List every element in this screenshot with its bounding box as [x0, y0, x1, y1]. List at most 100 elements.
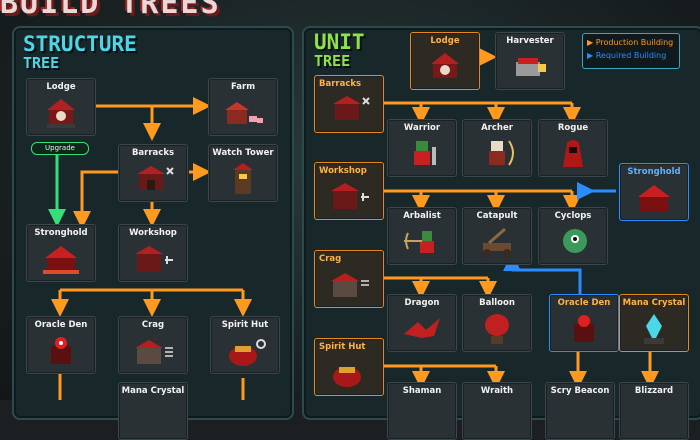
node-label: Archer — [481, 123, 513, 133]
node-label: Stronghold — [627, 167, 681, 177]
node-label: Rogue — [557, 123, 589, 133]
node-label: Lodge — [46, 82, 76, 92]
unit-node-oracle-den[interactable]: Oracle Den — [549, 294, 619, 352]
structure-node-mana-crystal[interactable]: Mana Crystal — [118, 382, 188, 440]
structure-node-barracks[interactable]: Barracks — [118, 144, 188, 202]
node-label: Shaman — [402, 386, 442, 396]
connector-arrows — [48, 48, 659, 400]
node-label: Spirit Hut — [319, 342, 366, 352]
node-label: Balloon — [479, 298, 515, 308]
node-label: Watch Tower — [212, 148, 274, 158]
structure-node-spirit-hut[interactable]: Spirit Hut — [210, 316, 280, 374]
unit-node-warrior[interactable]: Warrior — [387, 119, 457, 177]
structure-node-oracle-den[interactable]: Oracle Den — [26, 316, 96, 374]
node-label: Workshop — [129, 228, 177, 238]
unit-tree-title: UNIT TREE — [314, 32, 365, 69]
structure-title-line1: STRUCTURE — [23, 32, 137, 56]
legend-production-label: Production Building — [595, 38, 674, 47]
unit-node-blizzard[interactable]: Blizzard — [619, 382, 689, 440]
unit-node-workshop[interactable]: Workshop — [314, 162, 384, 220]
structure-node-workshop[interactable]: Workshop — [118, 224, 188, 282]
node-label: Oracle Den — [34, 320, 88, 330]
unit-node-cyclops[interactable]: Cyclops — [538, 207, 608, 265]
barracks-icon — [333, 96, 370, 120]
crag-icon — [331, 273, 369, 297]
unit-node-mana-crystal[interactable]: Mana Crystal — [619, 294, 689, 352]
node-label: Crag — [141, 320, 165, 330]
unit-node-archer[interactable]: Archer — [462, 119, 532, 177]
unit-node-lodge[interactable]: Lodge — [410, 32, 480, 90]
balloon-icon — [485, 314, 509, 344]
node-label: Cyclops — [554, 211, 592, 221]
lodge-icon — [431, 53, 459, 78]
harvester-icon — [516, 58, 546, 76]
cyclops-icon — [563, 229, 587, 253]
dragon-icon — [404, 318, 440, 338]
unit-node-spirit-hut[interactable]: Spirit Hut — [314, 338, 384, 396]
mana-crystal-icon — [644, 314, 664, 344]
node-label: Lodge — [430, 36, 460, 46]
node-label: Dragon — [404, 298, 440, 308]
node-label: Blizzard — [634, 386, 674, 396]
unit-node-scry-beacon[interactable]: Scry Beacon — [545, 382, 615, 440]
node-label: Oracle Den — [557, 298, 611, 308]
node-label: Barracks — [319, 79, 362, 89]
crag-icon — [135, 340, 173, 364]
arbalist-icon — [404, 231, 434, 253]
node-label: Scry Beacon — [550, 386, 610, 396]
node-label: Catapult — [476, 211, 518, 221]
legend-production: ▶ Production Building — [587, 38, 674, 47]
node-label: Barracks — [131, 148, 175, 158]
node-label: Crag — [319, 254, 342, 264]
structure-node-crag[interactable]: Crag — [118, 316, 188, 374]
workshop-icon — [331, 183, 369, 209]
legend-required: ▶ Required Building — [587, 51, 667, 60]
stronghold-icon — [638, 185, 670, 211]
unit-node-harvester[interactable]: Harvester — [495, 32, 565, 90]
rogue-icon — [563, 140, 583, 167]
stronghold-icon — [43, 246, 79, 274]
structure-node-lodge[interactable]: Lodge — [26, 78, 96, 136]
node-label: Harvester — [506, 36, 554, 46]
node-label: Stronghold — [34, 228, 88, 238]
unit-node-dragon[interactable]: Dragon — [387, 294, 457, 352]
node-label: Warrior — [403, 123, 441, 133]
legend-required-label: Required Building — [595, 51, 667, 60]
structure-node-farm[interactable]: Farm — [208, 78, 278, 136]
upgrade-badge: Upgrade — [31, 142, 89, 155]
spirit-hut-icon — [229, 339, 266, 366]
unit-node-arbalist[interactable]: Arbalist — [387, 207, 457, 265]
node-label: Wraith — [480, 386, 514, 396]
unit-node-wraith[interactable]: Wraith — [462, 382, 532, 440]
node-label: Farm — [230, 82, 256, 92]
unit-title-line1: UNIT — [314, 30, 365, 54]
archer-icon — [489, 140, 514, 166]
unit-title-line2: TREE — [314, 52, 351, 70]
structure-node-watch-tower[interactable]: Watch Tower — [208, 144, 278, 202]
unit-node-rogue[interactable]: Rogue — [538, 119, 608, 177]
unit-node-barracks[interactable]: Barracks — [314, 75, 384, 133]
oracle-den-icon — [51, 337, 71, 364]
node-label: Workshop — [319, 166, 367, 176]
barracks-icon — [137, 166, 174, 190]
structure-node-stronghold[interactable]: Stronghold — [26, 224, 96, 282]
unit-node-stronghold[interactable]: Stronghold — [619, 163, 689, 221]
node-label: Mana Crystal — [622, 298, 686, 308]
farm-icon — [225, 102, 263, 124]
node-label: Mana Crystal — [121, 386, 185, 396]
unit-node-crag[interactable]: Crag — [314, 250, 384, 308]
catapult-icon — [483, 227, 511, 257]
watch-tower-icon — [233, 163, 253, 194]
node-label: Spirit Hut — [221, 320, 269, 330]
structure-title-line2: TREE — [23, 54, 60, 72]
unit-node-balloon[interactable]: Balloon — [462, 294, 532, 352]
spirit-hut-icon — [333, 367, 361, 387]
lodge-icon — [47, 99, 75, 128]
legend-box: ▶ Production Building ▶ Required Buildin… — [582, 33, 680, 69]
oracle-den-icon — [574, 315, 594, 342]
unit-node-catapult[interactable]: Catapult — [462, 207, 532, 265]
structure-tree-title: STRUCTURE TREE — [23, 34, 137, 71]
unit-node-shaman[interactable]: Shaman — [387, 382, 457, 440]
node-label: Arbalist — [403, 211, 441, 221]
warrior-icon — [414, 141, 436, 165]
